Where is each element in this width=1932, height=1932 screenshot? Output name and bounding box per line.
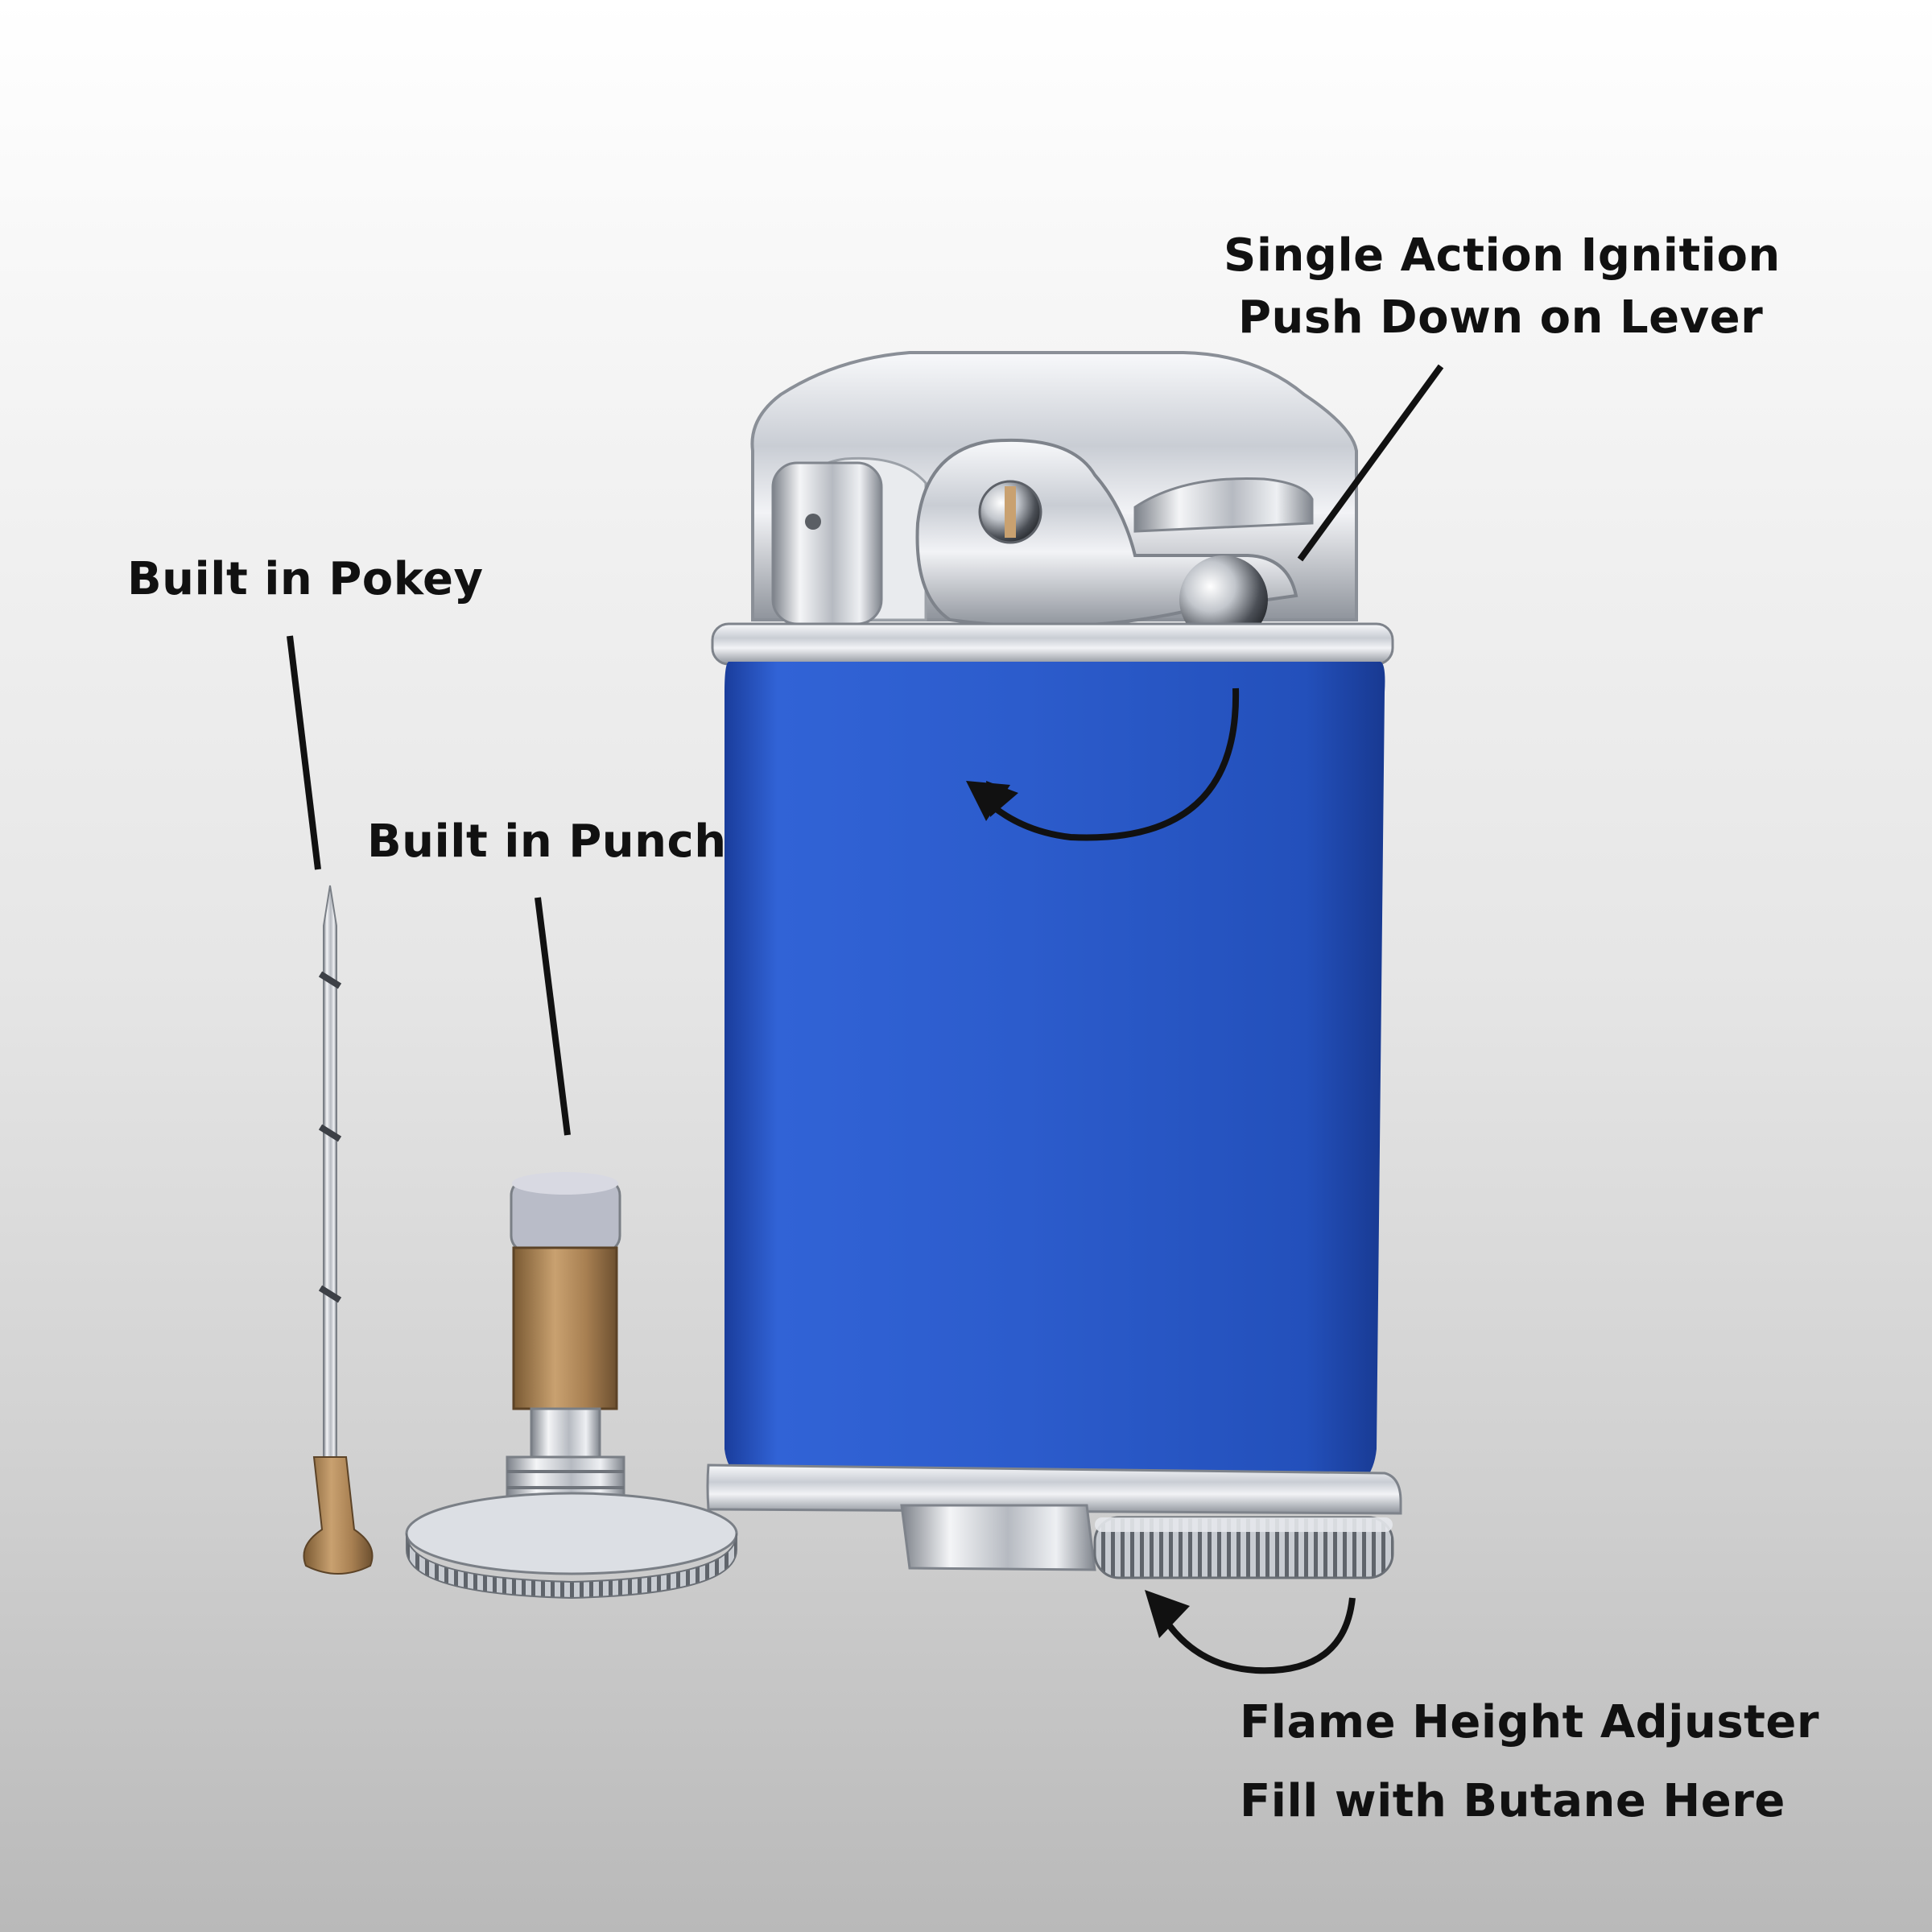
- pokey-tool: [303, 885, 374, 1575]
- flame-label-line2: Fill with Butane Here: [1240, 1775, 1785, 1827]
- punch-label: Built in Punch: [367, 815, 727, 868]
- ignition-label-line2: Push Down on Lever: [1238, 291, 1764, 344]
- flame-arrow: [1156, 1597, 1356, 1674]
- punch-leader-line: [535, 897, 571, 1136]
- pokey-leader-line: [287, 635, 321, 870]
- ignition-label-line1: Single Action Ignition: [1224, 229, 1781, 282]
- ignition-leader-line: [1297, 364, 1444, 562]
- punch-tool: [405, 1172, 738, 1600]
- lighter: [706, 351, 1402, 1579]
- flame-label-line1: Flame Height Adjuster: [1240, 1696, 1820, 1748]
- lever-ball[interactable]: [1179, 555, 1268, 644]
- top-band: [711, 622, 1394, 666]
- left-post: [771, 461, 883, 625]
- lighter-body: [724, 662, 1385, 1493]
- pokey-label: Built in Pokey: [127, 553, 484, 605]
- flame-adjuster-wheel[interactable]: [1093, 1516, 1394, 1579]
- bottom-band: [706, 1463, 1402, 1515]
- lever-arrow: [976, 687, 1240, 841]
